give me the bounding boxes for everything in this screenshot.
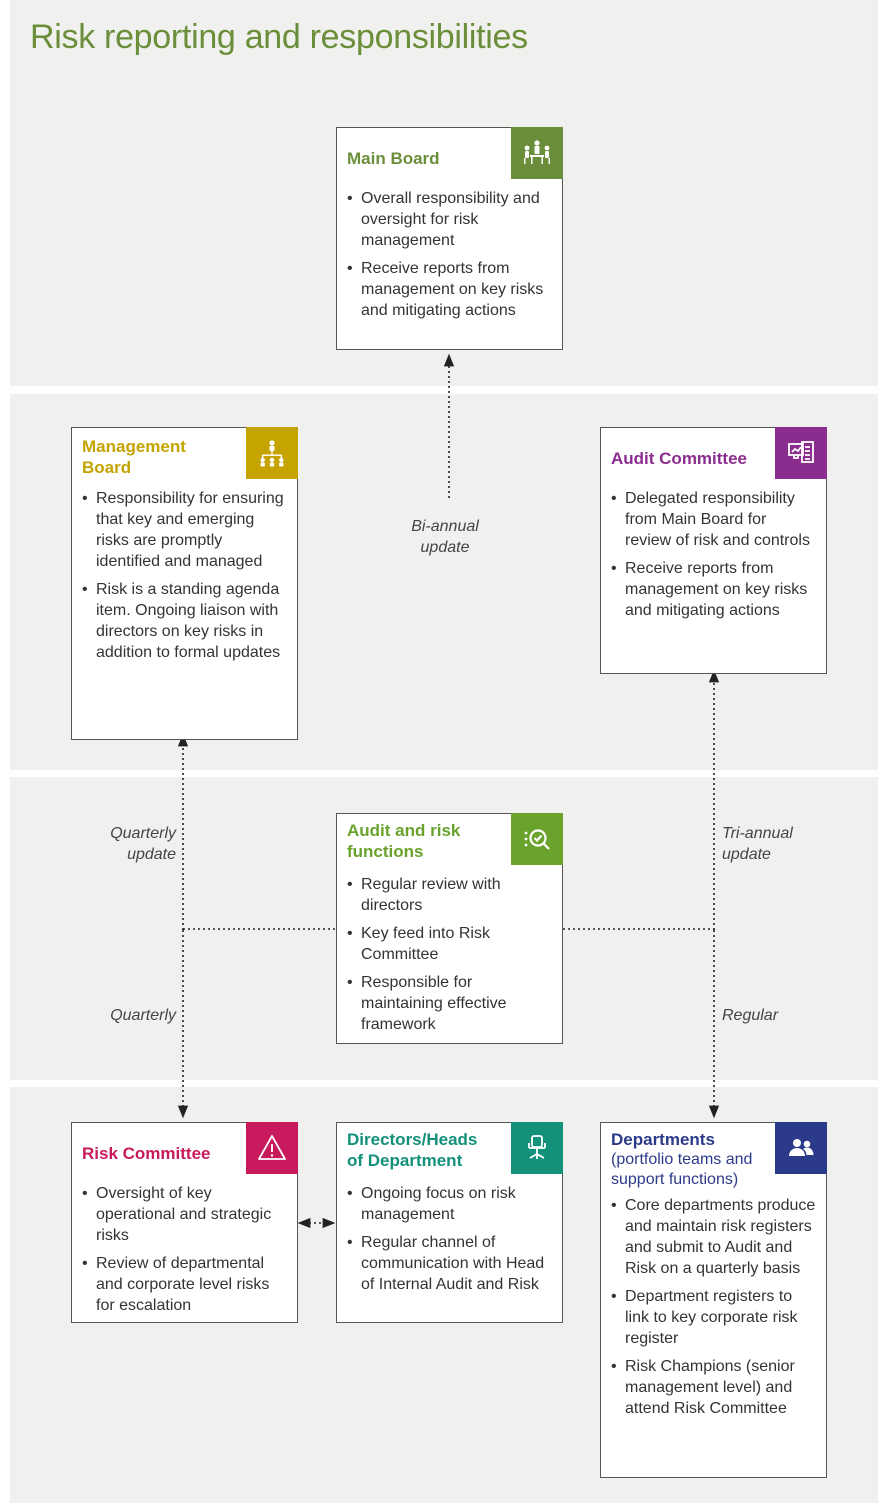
departments-title: Departments (portfolio teams and support… <box>611 1129 771 1190</box>
list-item: Department registers to link to key corp… <box>611 1286 816 1349</box>
list-item: Responsibility for ensuring that key and… <box>82 488 287 572</box>
audit-risk-functions-bullets: Regular review with directors Key feed i… <box>347 874 552 1035</box>
audit-risk-functions-title: Audit and risk functions <box>347 821 461 861</box>
magnifier-check-icon <box>511 813 563 865</box>
departments-bullets: Core departments produce and maintain ri… <box>611 1195 816 1419</box>
list-item: Key feed into Risk Committee <box>347 923 552 965</box>
audit-committee-title: Audit Committee <box>611 449 747 468</box>
directors-heads-card: Directors/Heads of Department Ongoing fo… <box>336 1122 563 1323</box>
office-chair-icon <box>511 1122 563 1174</box>
list-item: Review of departmental and corporate lev… <box>82 1253 287 1316</box>
list-item: Receive reports from management on key r… <box>347 258 552 321</box>
report-screen-icon <box>775 427 827 479</box>
list-item: Delegated responsibility from Main Board… <box>611 488 816 551</box>
management-board-bullets: Responsibility for ensuring that key and… <box>82 488 287 663</box>
directors-heads-title: Directors/Heads of Department <box>347 1130 478 1170</box>
main-board-card: Main Board Overall responsibility and ov… <box>336 127 563 350</box>
departments-subtitle: (portfolio teams and support functions) <box>611 1151 753 1188</box>
departments-title-text: Departments <box>611 1130 715 1149</box>
management-board-title: Management Board <box>82 437 186 477</box>
list-item: Risk Champions (senior management level)… <box>611 1356 816 1419</box>
main-board-title: Main Board <box>347 149 440 168</box>
board-meeting-icon <box>511 127 563 179</box>
risk-committee-bullets: Oversight of key operational and strateg… <box>82 1183 287 1316</box>
list-item: Regular channel of communication with He… <box>347 1232 552 1295</box>
page-title: Risk reporting and responsibilities <box>30 18 528 56</box>
list-item: Receive reports from management on key r… <box>611 558 816 621</box>
list-item: Regular review with directors <box>347 874 552 916</box>
audit-committee-card: Audit Committee Delegated responsibility… <box>600 427 827 674</box>
risk-committee-card: Risk Committee Oversight of key operatio… <box>71 1122 298 1323</box>
warning-icon <box>246 1122 298 1174</box>
list-item: Overall responsibility and oversight for… <box>347 188 552 251</box>
audit-committee-bullets: Delegated responsibility from Main Board… <box>611 488 816 621</box>
management-board-card: Management Board Responsibility for ensu… <box>71 427 298 740</box>
quarterly-update-label: Quarterly update <box>110 825 176 863</box>
people-icon <box>775 1122 827 1174</box>
list-item: Risk is a standing agenda item. Ongoing … <box>82 579 287 663</box>
tri-annual-label: Tri-annual update <box>722 825 793 863</box>
risk-committee-title: Risk Committee <box>82 1144 211 1163</box>
bi-annual-label: Bi-annual update <box>411 518 479 556</box>
org-chart-icon <box>246 427 298 479</box>
quarterly-label: Quarterly <box>110 1007 176 1024</box>
departments-card: Departments (portfolio teams and support… <box>600 1122 827 1478</box>
regular-label: Regular <box>722 1007 779 1024</box>
list-item: Core departments produce and maintain ri… <box>611 1195 816 1279</box>
directors-heads-bullets: Ongoing focus on risk management Regular… <box>347 1183 552 1295</box>
list-item: Ongoing focus on risk management <box>347 1183 552 1225</box>
main-board-bullets: Overall responsibility and oversight for… <box>347 188 552 321</box>
list-item: Oversight of key operational and strateg… <box>82 1183 287 1246</box>
list-item: Responsible for maintaining effective fr… <box>347 972 552 1035</box>
audit-risk-functions-card: Audit and risk functions Regular review … <box>336 813 563 1044</box>
